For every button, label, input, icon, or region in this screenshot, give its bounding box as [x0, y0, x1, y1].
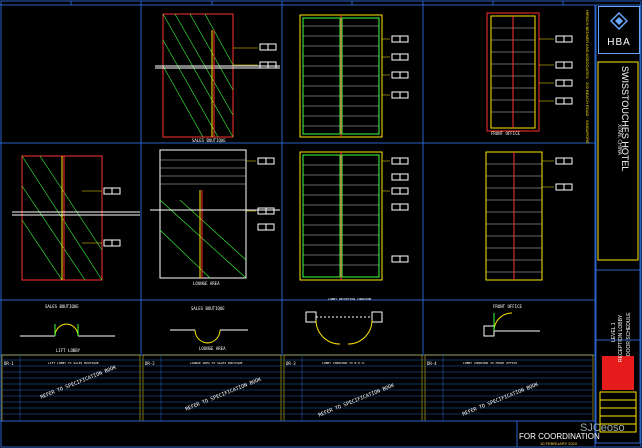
view-title-front-office: FRONT OFFICE	[491, 131, 520, 136]
plan-sales-boutique	[20, 323, 115, 337]
plan-title-front-office: FRONT OFFICE	[493, 304, 522, 309]
logo-text: HBA	[607, 37, 631, 48]
panel-elevation-mid-2	[150, 149, 280, 279]
stamp-for-coordination: FOR COORDINATION	[519, 432, 600, 441]
plan-lounge-area	[170, 329, 248, 344]
project-name: SWISSTOUCHES HOTEL	[620, 66, 630, 172]
schedule-desc-4: LOBBY CORRIDOR TO FRONT OFFICE	[463, 361, 518, 365]
panel-elevation-top-4	[486, 12, 540, 132]
firm-line: HIRSCH BEDNER AND ASSOCIATES · 200 BEACH…	[585, 10, 590, 144]
schedule-desc-3: LOBBY CORRIDOR TO B.O.H.	[322, 361, 366, 365]
schedule-desc-1: LIFT LOBBY TO SALES BOUTIQUE	[48, 361, 99, 365]
hba-logo: HBA	[598, 6, 640, 54]
title-block	[595, 4, 641, 444]
hba-logo-icon	[610, 12, 628, 30]
panel-elevation-mid-3	[299, 151, 383, 281]
panel-elevation-mid-1	[12, 155, 140, 281]
view-title-lounge-area: LOUNGE AREA	[193, 281, 220, 286]
watermark: SJCeoso	[580, 422, 625, 434]
drawing-area: RECEPTION LOBBY	[618, 314, 624, 362]
panel-elevation-mid-4	[485, 151, 543, 281]
plan-title-sales-boutique: SALES BOUTIQUE	[45, 304, 79, 309]
drawing-level: LEVEL 1	[611, 322, 617, 342]
drawing-title: DOOR SCHEDULE	[626, 312, 632, 356]
plan-lobby-reception	[305, 311, 383, 345]
view-title-sales-boutique: SALES BOUTIQUE	[192, 138, 226, 143]
schedule-code-2: DR-2	[145, 361, 155, 366]
schedule-code-3: DR-3	[286, 361, 296, 366]
issue-date: 10 FEBRUARY 2010	[540, 441, 578, 446]
project-location: XI'AN, CHINA	[616, 124, 622, 155]
leader-lines	[82, 38, 554, 244]
title-block-stamp-red	[602, 356, 634, 390]
plan-title-lounge-area: LOUNGE AREA	[199, 346, 226, 351]
grid-ticks	[0, 1, 595, 6]
panel-elevation-top-2	[155, 13, 280, 138]
view-title-lobby-reception: LOBBY RECEPTION CORRIDOR	[328, 297, 372, 301]
schedule-code-4: DR-4	[427, 361, 437, 366]
schedule-desc-2: LOUNGE AREA TO SALES BOUTIQUE	[190, 361, 243, 365]
plan-views	[20, 311, 540, 345]
schedule-code-1: DR-1	[4, 361, 14, 366]
callout-tags	[103, 35, 573, 263]
plan-front-office	[483, 312, 540, 337]
plan-title-lift-lobby: LIFT LOBBY	[56, 348, 81, 353]
schedule-tables	[1, 354, 594, 422]
panel-elevation-top-3	[299, 14, 383, 138]
plan-title-sales-boutique-2: SALES BOUTIQUE	[191, 306, 225, 311]
